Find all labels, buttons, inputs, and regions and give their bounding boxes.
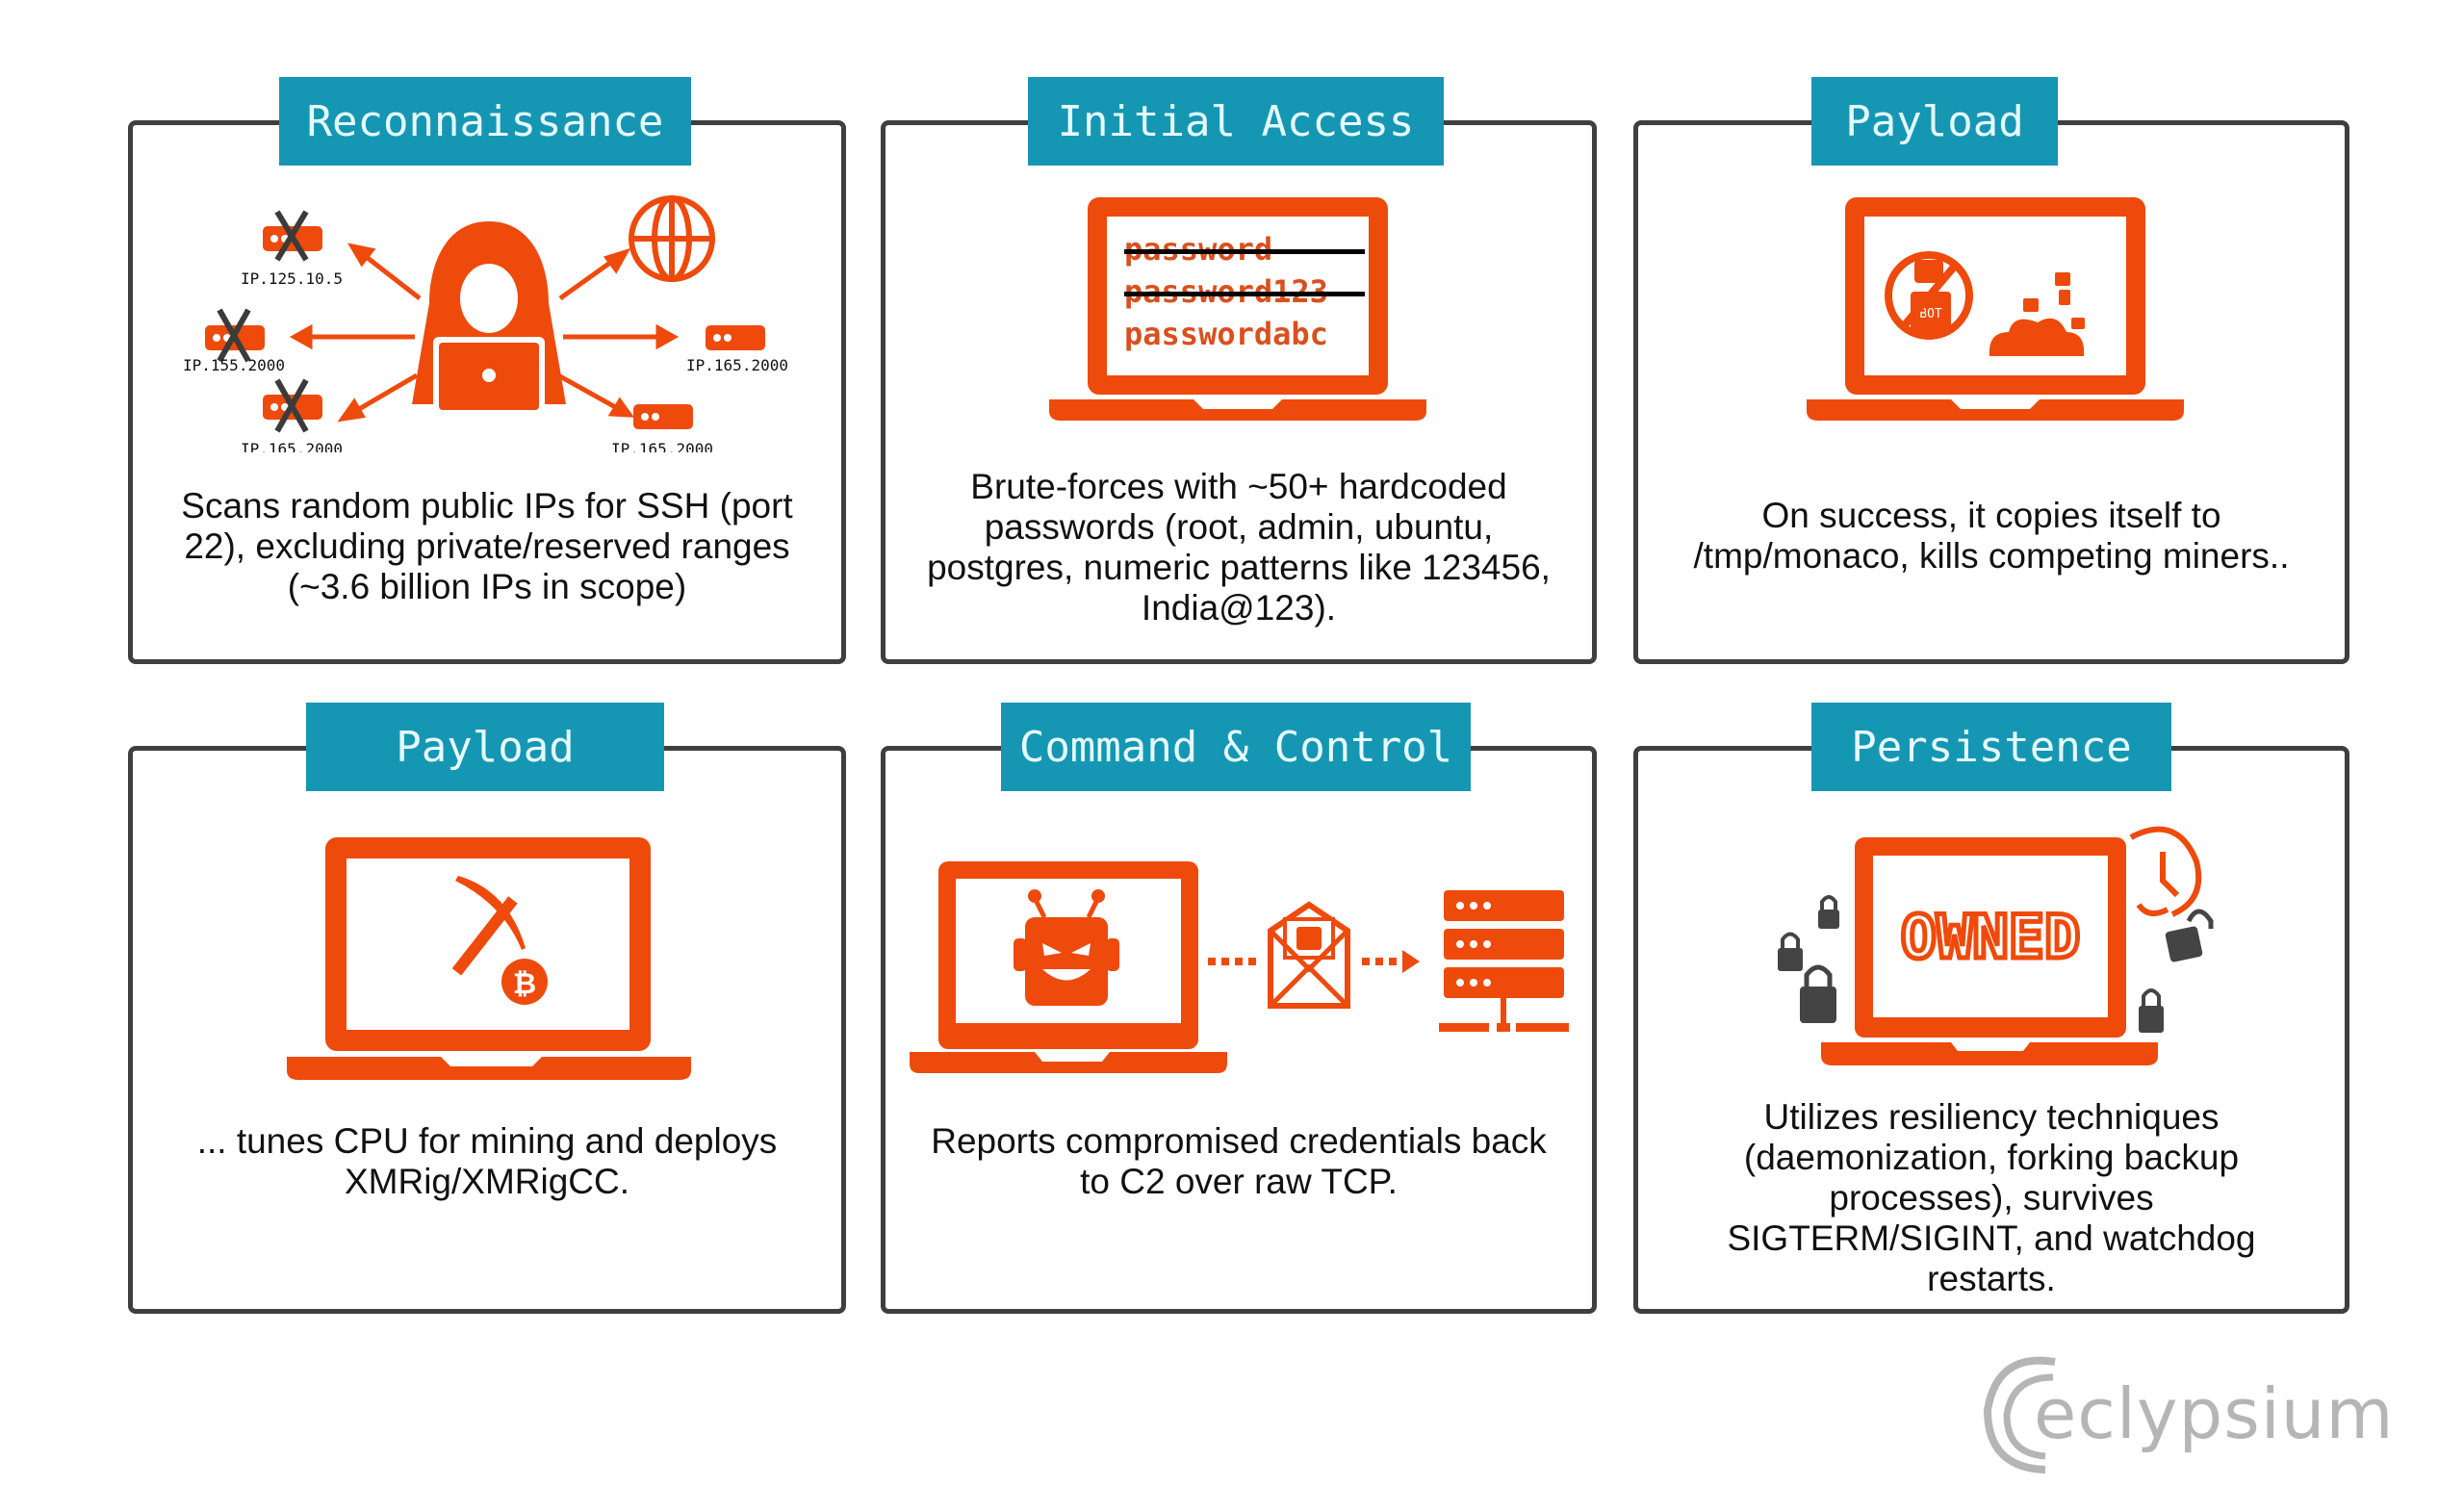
panel-title: Payload [1811,77,2058,166]
globe-icon [629,195,715,282]
pickaxe-icon [451,876,526,976]
laptop-mining-bitcoin-icon: ₿ [287,837,701,1088]
panel-title: Command & Control [1001,703,1471,791]
bitcoin-icon: ₿ [501,959,548,1005]
server-icon-crossed-2 [205,308,265,363]
panel-title: Initial Access [1028,77,1444,166]
hacker-scanning-icon: IP.125.10.5 IP.155.2000 IP.165.2000 IP.1… [181,192,797,458]
ip-label: IP.165.2000 [611,440,713,452]
panel-description: Utilizes resiliency techniques (daemoniz… [1727,1097,2256,1298]
eclypsium-logo: eclypsium [1978,1343,2393,1477]
ip-label: IP.165.2000 [686,356,788,374]
clock-icon [2129,826,2202,917]
panel-title: Payload [306,703,664,791]
panel-persistence: OWNED Utilizes resiliency techniques (da… [1633,746,2349,1314]
server-icon-4 [706,325,765,350]
password-struck: password [1124,228,1365,270]
bot-pile-icon [1989,272,2085,356]
laptop-kill-bots-icon: BOT [1807,197,2192,428]
logo-wordmark: eclypsium [2034,1373,2395,1454]
laptop-owned-locks-icon: OWNED [1754,813,2245,1078]
laptop-passwords-icon: password password123 passwordabc [1049,197,1434,428]
bot-label: BOT [1919,307,1942,321]
server-icon-5 [633,404,693,429]
svg-text:₿: ₿ [513,967,536,1001]
no-bot-icon: BOT [1885,251,1973,340]
eclypsium-logo-mark [1983,1356,2056,1474]
server-icon-crossed-1 [263,210,322,262]
envelope-bot-icon [1268,901,1350,1009]
password-struck: password123 [1124,270,1365,313]
panel-description: Reports compromised credentials back to … [931,1121,1547,1201]
bot-email-server-icon [910,861,1574,1092]
password-current: passwordabc [1124,316,1328,352]
panel-initial-access: password password123 passwordabc Brute-f… [881,120,1597,664]
dotted-arrow [1208,950,1420,973]
panel-reconnaissance: IP.125.10.5 IP.155.2000 IP.165.2000 IP.1… [128,120,846,664]
panel-description: On success, it copies itself to /tmp/mon… [1693,496,2290,576]
ip-label: IP.165.2000 [241,440,343,452]
panel-description: Scans random public IPs for SSH (port 22… [181,486,793,606]
laptop-bot-icon [910,861,1227,1073]
server-icon-crossed-3 [263,378,322,433]
server-rack-icon [1439,890,1569,1032]
panel-payload-2: ₿ ... tunes CPU for mining and deploys X… [128,746,846,1314]
ip-label: IP.155.2000 [183,356,285,374]
panel-title: Reconnaissance [279,77,691,166]
panel-description: Brute-forces with ~50+ hardcoded passwor… [927,467,1551,628]
panel-payload-1: BOT On success, it copies itself to /tmp… [1633,120,2349,664]
hacker-icon [412,221,566,416]
ip-label: IP.125.10.5 [241,269,343,288]
panel-command-and-control: Reports compromised credentials back to … [881,746,1597,1314]
panel-title: Persistence [1811,703,2171,791]
lock-icon [1778,895,2214,1033]
panel-description: ... tunes CPU for mining and deploys XMR… [196,1121,778,1201]
owned-text: OWNED [1901,902,2081,972]
